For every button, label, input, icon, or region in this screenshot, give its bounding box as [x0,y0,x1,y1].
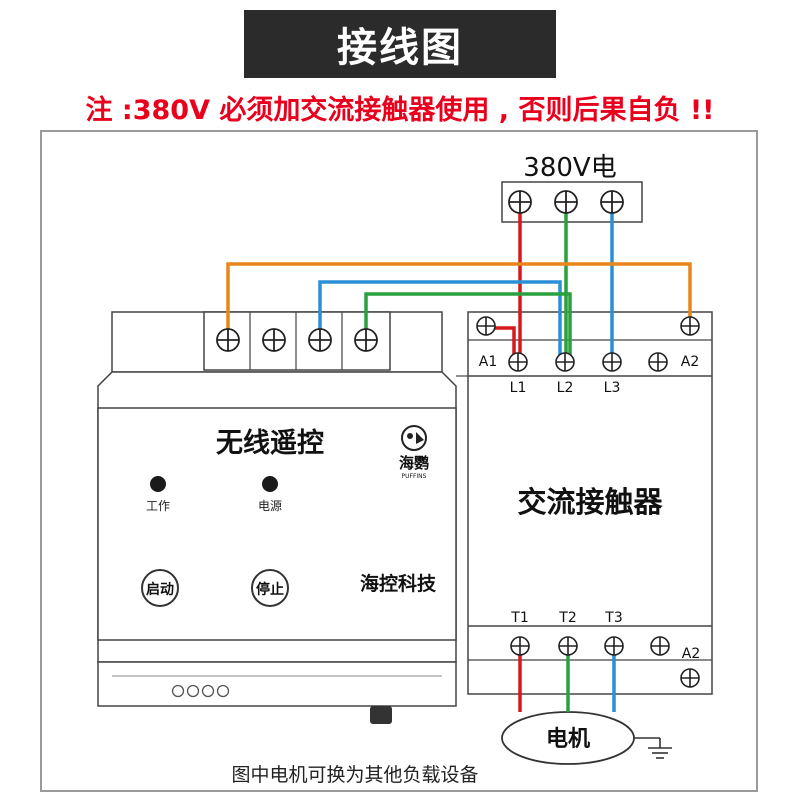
stop-button-label: 停止 [256,581,284,598]
brand-en: PUFFINS [402,473,427,480]
terminal-t1-label: T1 [510,610,528,626]
brand-cn: 海鹦 [399,454,429,472]
contactor-block [456,311,713,695]
footnote: 图中电机可换为其他负载设备 [231,764,479,786]
start-button[interactable] [141,569,179,607]
power-screws [508,190,624,214]
wire-green-control [364,292,572,362]
wire-orange [226,262,692,336]
puffins-logo [401,425,427,451]
remote-control-module [97,311,457,724]
ground-symbol [634,737,672,759]
company-name: 海控科技 [360,572,437,595]
terminal-a2-bottom-label: A2 [682,646,700,662]
power-label: 380V电 [523,153,616,183]
terminal-a1-label: A1 [479,354,497,370]
indicator-dots [171,684,230,698]
terminal-t2-label: T2 [558,610,576,626]
page-title: 接线图 [244,10,556,78]
led-power-label: 电源 [258,499,282,513]
start-button-label: 启动 [146,581,174,598]
terminal-t3-label: T3 [604,610,622,626]
wires [226,202,692,712]
warning-note: 注 :380V 必须加交流接触器使用 , 否则后果自负 !! [85,95,715,126]
diagram-frame [40,130,758,792]
antenna-knob [370,706,392,724]
wire-blue-control [318,280,562,362]
motor-label: 电机 [546,727,590,752]
module-name: 无线遥控 [216,428,324,459]
contactor-name: 交流接触器 [517,485,663,519]
terminal-l1-label: L1 [510,380,527,396]
led-power [262,476,278,492]
terminal-a2-top-label: A2 [681,354,699,370]
led-work-label: 工作 [146,499,170,513]
terminal-l3-label: L3 [604,380,621,396]
terminal-l2-label: L2 [557,380,574,396]
stop-button[interactable] [251,569,289,607]
led-work [150,476,166,492]
